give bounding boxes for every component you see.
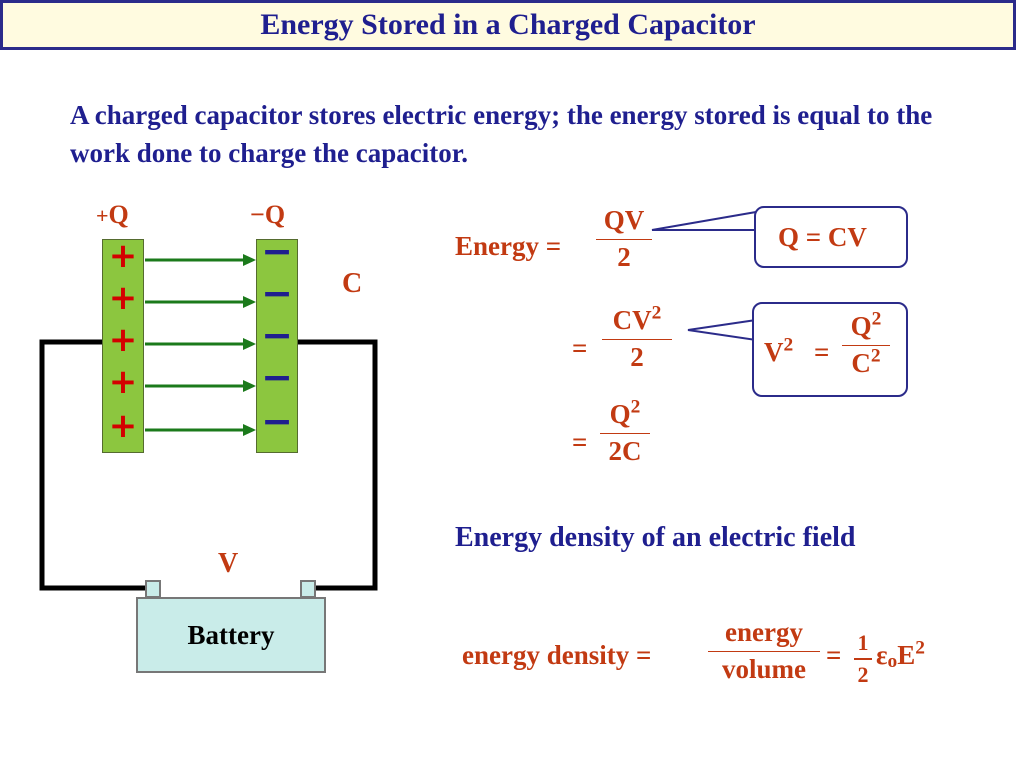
fraction-denominator: 2 [630, 342, 644, 373]
negative-plate [256, 239, 298, 453]
epsilon-e-squared: εoE2 [876, 637, 925, 672]
fraction-denominator: volume [722, 654, 806, 685]
q-exponent: 2 [630, 396, 641, 418]
equals-sign-3: = [572, 427, 588, 457]
wire-right [298, 339, 378, 591]
battery: Battery [136, 597, 326, 673]
minus-q-label: −Q [250, 200, 286, 229]
plus-charge-sign: + [108, 236, 138, 276]
v-base: V [764, 337, 784, 367]
field-lines [145, 254, 256, 436]
fraction-energy-over-volume: energy volume [708, 617, 820, 685]
v-squared: V2 [764, 334, 794, 368]
capacitor-label: C [342, 268, 363, 299]
energy-density-lhs: energy density = [462, 640, 652, 670]
fraction-q2-over-2c: Q2 2C [600, 397, 650, 467]
fraction-numerator: Q2 [609, 397, 641, 430]
fraction-bar [602, 338, 672, 341]
q-exponent: 2 [871, 308, 882, 330]
callout-v2-eq-q2-c2: V2 = Q2 C2 [752, 302, 908, 397]
equals-sign-2: = [572, 333, 588, 363]
e-base: E [897, 640, 916, 670]
callout-pointer-1 [651, 210, 757, 231]
q-eq-cv-text: Q = CV [778, 222, 867, 252]
minus-charge-sign: − [261, 313, 293, 357]
fraction-numerator: CV2 [612, 303, 662, 336]
callout-pointer-2 [687, 318, 757, 342]
plus-charge-sign: + [108, 406, 138, 446]
field-arrowhead [243, 296, 256, 308]
fraction-bar [596, 238, 652, 241]
minus-charge-sign: − [261, 355, 293, 399]
plus-q-label: +Q [96, 200, 129, 230]
plus-q-sign: + [96, 203, 109, 228]
battery-label: Battery [187, 619, 275, 650]
fraction-denominator: C2 [851, 345, 881, 379]
minus-charge-sign: − [261, 229, 293, 273]
fraction-denominator: 2 [617, 242, 631, 273]
fraction-bar [600, 432, 650, 435]
fraction-numerator: energy [725, 617, 803, 647]
cv-base: CV [612, 305, 652, 335]
minus-charge-sign: − [261, 271, 293, 315]
callout-equals: = [814, 337, 830, 367]
fraction-bar [854, 658, 872, 660]
density-equals: = [826, 640, 842, 670]
fraction-bar [842, 344, 890, 347]
voltage-label: V [218, 548, 239, 579]
plus-charge-sign: + [108, 362, 138, 402]
q-base: Q [850, 311, 872, 341]
minus-charge-sign: − [261, 399, 293, 443]
fraction-numerator: QV [603, 205, 645, 235]
field-arrowhead [243, 254, 256, 266]
fraction-numerator: Q2 [850, 309, 882, 342]
fraction-numerator: 1 [857, 630, 869, 655]
title-banner: Energy Stored in a Charged Capacitor [0, 0, 1016, 50]
field-arrowhead [243, 424, 256, 436]
cv-exponent: 2 [651, 302, 662, 324]
epsilon-symbol: ε [876, 640, 888, 670]
energy-density-heading: Energy density of an electric field [455, 522, 856, 553]
v-exponent: 2 [783, 334, 794, 356]
c-exponent: 2 [870, 345, 881, 367]
epsilon-subscript: o [887, 650, 898, 672]
fraction-cv2-over-2: CV2 2 [602, 303, 672, 373]
page-title: Energy Stored in a Charged Capacitor [260, 8, 756, 41]
callout-q-eq-cv: Q = CV [754, 206, 908, 268]
intro-text: A charged capacitor stores electric ener… [70, 100, 933, 168]
positive-plate [102, 239, 144, 453]
field-arrowhead [243, 338, 256, 350]
plus-charge-sign: + [108, 320, 138, 360]
field-arrowhead [243, 380, 256, 392]
fraction-one-half: 1 2 [854, 630, 872, 687]
plus-charge-sign: + [108, 278, 138, 318]
energy-lhs: Energy = [455, 231, 562, 261]
q-base: Q [609, 399, 631, 429]
e-exponent: 2 [915, 637, 925, 659]
fraction-bar [708, 650, 820, 653]
plus-q-text: Q [108, 200, 129, 229]
c-base: C [851, 348, 871, 379]
fraction-qv-over-2: QV 2 [596, 205, 652, 273]
wire-left [39, 339, 150, 591]
fraction-q2-over-c2: Q2 C2 [842, 309, 890, 379]
fraction-denominator: 2 [857, 661, 869, 687]
fraction-denominator: 2C [608, 436, 642, 467]
